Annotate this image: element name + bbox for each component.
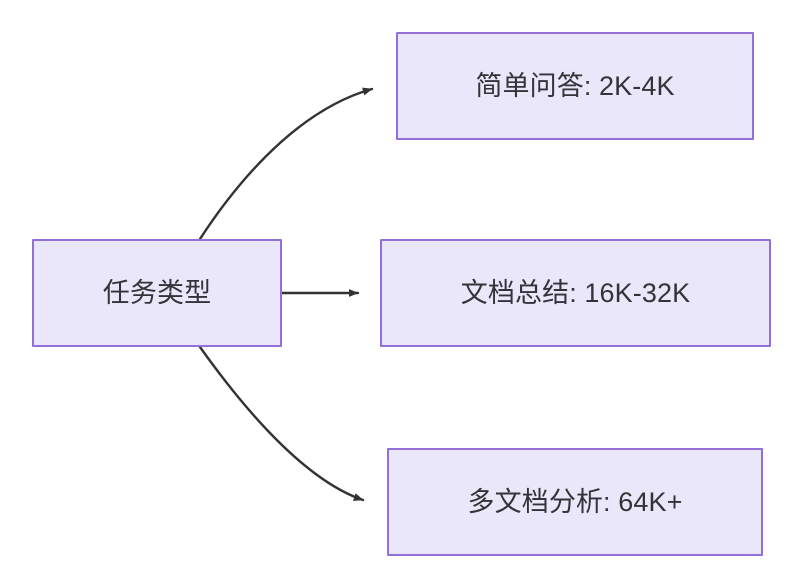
node-multi-doc-label: 多文档分析: 64K+: [467, 486, 683, 517]
edge-to-simple-qa: [198, 87, 374, 241]
node-simple-qa[interactable]: 简单问答: 2K-4K: [396, 32, 754, 140]
edge-to-multi-doc: [198, 345, 365, 502]
node-doc-summary[interactable]: 文档总结: 16K-32K: [380, 239, 771, 347]
node-task-type[interactable]: 任务类型: [32, 239, 282, 347]
node-multi-doc[interactable]: 多文档分析: 64K+: [387, 448, 763, 556]
node-task-type-label: 任务类型: [102, 277, 212, 308]
node-doc-summary-label: 文档总结: 16K-32K: [460, 277, 691, 308]
node-simple-qa-label: 简单问答: 2K-4K: [475, 70, 675, 101]
